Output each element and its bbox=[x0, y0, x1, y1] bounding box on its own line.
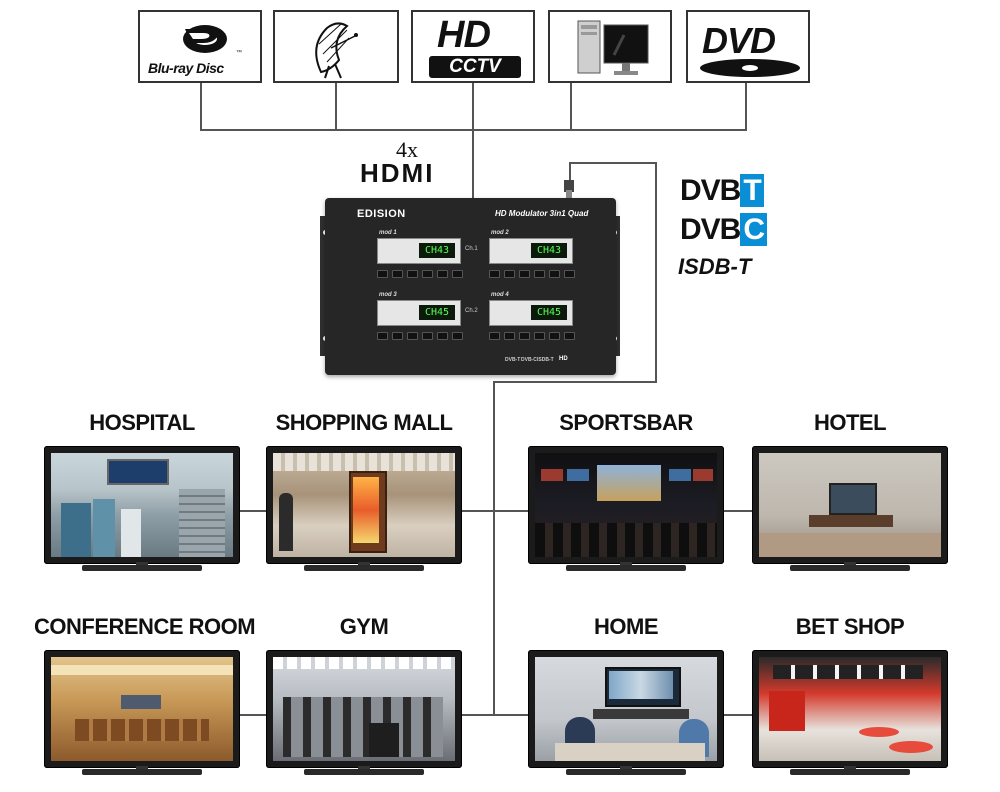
cctv-text: CCTV bbox=[429, 56, 521, 78]
dvbc-prefix: DVB bbox=[680, 213, 741, 246]
room-title-home: HOME bbox=[594, 614, 659, 639]
tv-shopping-mall bbox=[266, 446, 462, 578]
device-model: HD Modulator 3in1 Quad bbox=[495, 209, 589, 218]
module-3-display: CH45 bbox=[419, 305, 455, 320]
bet-shop-scene-image bbox=[759, 657, 941, 761]
bluray-text: Blu-ray Disc bbox=[148, 60, 224, 76]
pc-source-box bbox=[548, 10, 672, 83]
gym-scene-image bbox=[273, 657, 455, 761]
module-3-label: mod 3 bbox=[379, 292, 397, 298]
module-4-display: CH45 bbox=[531, 305, 567, 320]
room-title-bet-shop: BET SHOP bbox=[795, 614, 905, 639]
bluray-source-box: Blu-ray Disc ™ bbox=[138, 10, 262, 83]
bluray-logo-icon bbox=[183, 24, 227, 53]
module-2-label: mod 2 bbox=[491, 230, 509, 236]
channel-1-label: Ch.1 bbox=[465, 246, 478, 252]
sportsbar-scene-image bbox=[535, 453, 717, 557]
module-1-display: CH43 bbox=[419, 243, 455, 258]
home-scene-image bbox=[535, 657, 717, 761]
channel-2-label: Ch.2 bbox=[465, 308, 478, 314]
room-title-conference-room: CONFERENCE ROOM bbox=[34, 614, 256, 639]
module-2-panel: CH43 bbox=[489, 238, 573, 264]
bluray-tm: ™ bbox=[236, 50, 242, 56]
dvbt-suffix: T bbox=[740, 174, 764, 207]
satellite-source-box bbox=[273, 10, 399, 83]
room-title-shopping-mall: SHOPPING MALL bbox=[275, 410, 453, 435]
module-2-buttons bbox=[489, 270, 575, 278]
tv-home bbox=[528, 650, 724, 782]
dvd-text: DVD bbox=[702, 20, 776, 61]
tv-bet-shop bbox=[752, 650, 948, 782]
module-4-label: mod 4 bbox=[491, 292, 509, 298]
module-4-buttons bbox=[489, 332, 575, 340]
dvd-disc-icon bbox=[700, 59, 800, 77]
module-4-panel: CH45 bbox=[489, 300, 573, 326]
module-1-buttons bbox=[377, 270, 463, 278]
module-1-panel: CH43 bbox=[377, 238, 461, 264]
rf-connector-icon bbox=[564, 180, 574, 192]
isdbt-logo: ISDB-T bbox=[678, 254, 752, 279]
device-brand: EDISION bbox=[357, 208, 406, 220]
tv-conference-room bbox=[44, 650, 240, 782]
room-title-gym: GYM bbox=[339, 614, 389, 639]
satellite-dish-icon bbox=[315, 21, 358, 78]
footer-hd: HD bbox=[559, 356, 568, 362]
dvbc-suffix: C bbox=[740, 213, 768, 246]
hd-modulator-device: EDISION HD Modulator 3in1 Quad mod 1 CH4… bbox=[325, 198, 616, 375]
conference-room-scene-image bbox=[51, 657, 233, 761]
room-title-hospital: HOSPITAL bbox=[89, 410, 195, 435]
module-3-buttons bbox=[377, 332, 463, 340]
room-title-hotel: HOTEL bbox=[813, 410, 887, 435]
hd-cctv-source-box: HD CCTV bbox=[411, 10, 535, 83]
dvbt-prefix: DVB bbox=[680, 174, 741, 207]
desktop-computer-icon bbox=[577, 20, 649, 75]
module-2-display: CH43 bbox=[531, 243, 567, 258]
footer-isdbt: ISDB-T bbox=[537, 357, 554, 363]
module-3-panel: CH45 bbox=[377, 300, 461, 326]
tv-hotel bbox=[752, 446, 948, 578]
hotel-scene-image bbox=[759, 453, 941, 557]
hospital-scene-image bbox=[51, 453, 233, 557]
footer-dvbc: DVB-C bbox=[521, 357, 537, 363]
hdmi-count: 4x bbox=[396, 137, 418, 162]
tv-sportsbar bbox=[528, 446, 724, 578]
shopping-mall-scene-image bbox=[273, 453, 455, 557]
dvd-source-box: DVD bbox=[686, 10, 810, 83]
module-1-label: mod 1 bbox=[379, 230, 397, 236]
hd-text: HD bbox=[437, 14, 491, 56]
tv-gym bbox=[266, 650, 462, 782]
room-title-sportsbar: SPORTSBAR bbox=[559, 410, 693, 435]
tv-hospital bbox=[44, 446, 240, 578]
hdmi-label: HDMI bbox=[360, 158, 435, 188]
footer-dvbt: DVB-T bbox=[505, 357, 521, 363]
